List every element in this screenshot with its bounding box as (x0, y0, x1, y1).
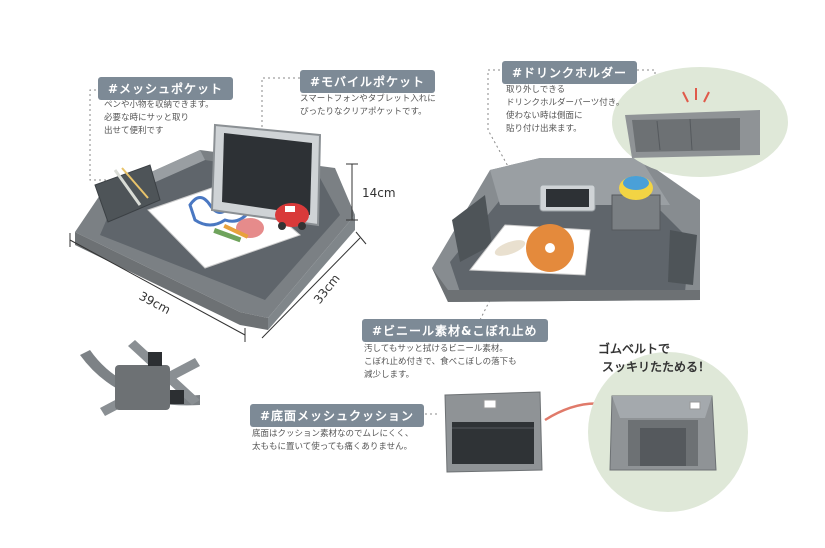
drink-holder-description: 取り外しできる ドリンクホルダーパーツ付き。 使わない時は側面に 貼り付け出来ま… (506, 84, 624, 136)
height-dimension: 14cm (362, 186, 396, 200)
mesh-pocket-tag: #メッシュポケット (98, 77, 234, 100)
drink-holder-line-1: 取り外しできる (506, 85, 566, 95)
vinyl-description: 汚してもサッと拭けるビニール素材。 こぼれ止め付きで、食べこぼしの落下も 減少し… (364, 343, 517, 382)
drink-holder-line-2: ドリンクホルダーパーツ付き。 (506, 98, 625, 108)
mesh-pocket-line-2: 必要な時にサッと取り (104, 113, 190, 123)
bottom-mesh-description: 底面はクッション素材なのでムレにくく、 太ももに置いて使っても痛くありません。 (252, 428, 413, 454)
vinyl-tag: #ビニール素材&こぼれ止め (362, 319, 548, 342)
mesh-pocket-description: ペンや小物を収納できます。 必要な時にサッと取り 出せて便利です (104, 99, 214, 138)
bottom-mesh-tag: #底面メッシュクッション (250, 404, 425, 427)
drink-leader-line-left (487, 69, 511, 171)
mobile-pocket-line-2: ぴったりなクリアポケットです。 (300, 107, 427, 117)
vinyl-line-1: 汚してもサッと拭けるビニール素材。 (364, 344, 508, 354)
drink-holder-line-3: 使わない時は側面に (506, 111, 583, 121)
mobile-pocket-description: スマートフォンやタブレット入れに ぴったりなクリアポケットです。 (300, 93, 436, 119)
drink-holder-line-4: 貼り付け出来ます。 (506, 124, 582, 134)
right-tray (432, 158, 700, 302)
bottom-mesh-line-2: 太ももに置いて使っても痛くありません。 (252, 442, 413, 452)
drink-holder-zoom-bubble (612, 67, 788, 177)
vinyl-line-3: 減少します。 (364, 370, 415, 380)
left-tray (75, 123, 355, 330)
bottom-mesh-line-1: 底面はクッション素材なのでムレにくく、 (252, 429, 414, 439)
folded-tray (444, 391, 543, 473)
rubber-belt-callout: ゴムベルトで スッキリたためる！ (598, 340, 710, 376)
dimension-lines (69, 163, 367, 342)
rubber-belt-line-1: ゴムベルトで (598, 342, 671, 356)
mobile-pocket-tag: #モバイルポケット (300, 70, 436, 93)
rubber-belt-line-2: スッキリたためる！ (602, 360, 711, 374)
drink-holder-tag: #ドリンクホルダー (502, 61, 638, 84)
folded-compact-bubble (588, 352, 748, 512)
mesh-leader-line (89, 89, 110, 181)
mesh-pocket-line-1: ペンや小物を収納できます。 (104, 100, 214, 110)
vinyl-line-2: こぼれ止め付きで、食べこぼしの落下も (364, 357, 517, 367)
mesh-pocket-line-3: 出せて便利です (104, 126, 164, 136)
mobile-pocket-line-1: スマートフォンやタブレット入れに (300, 94, 436, 104)
strap-belt (80, 340, 200, 416)
